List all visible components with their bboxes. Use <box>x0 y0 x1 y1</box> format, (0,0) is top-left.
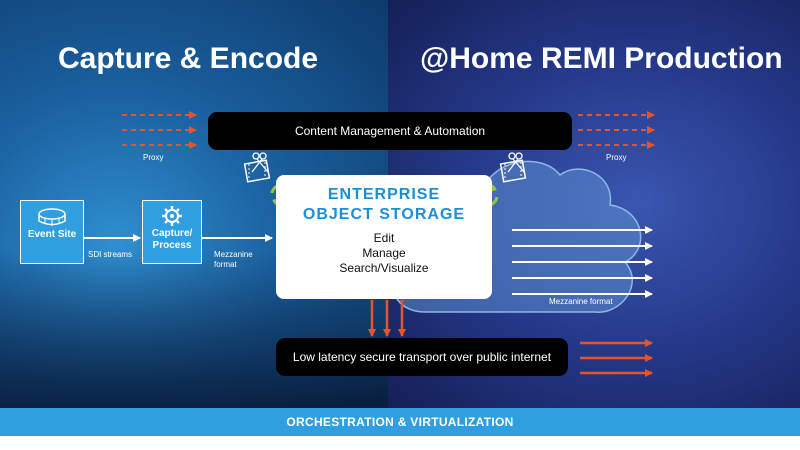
film-scissors-icon <box>243 152 271 183</box>
mezzanine-left-line1: Mezzanine <box>214 250 253 259</box>
mezzanine-label-left: Mezzanine format <box>214 250 253 270</box>
transport-arrows-right <box>580 339 653 377</box>
storage-down-arrows <box>368 300 406 337</box>
capture-label-line1: Capture/ <box>151 228 193 239</box>
enterprise-object-storage: ENTERPRISE OBJECT STORAGE Edit Manage Se… <box>276 175 492 299</box>
storage-title-line1: ENTERPRISE <box>327 186 441 203</box>
proxy-label-right: Proxy <box>606 153 627 162</box>
event-site-node: Event Site <box>20 200 84 264</box>
proxy-arrows-right <box>578 111 655 149</box>
orchestration-footer: ORCHESTRATION & VIRTUALIZATION <box>0 408 800 436</box>
film-scissors-icon <box>499 152 527 183</box>
storage-title-line2: OBJECT STORAGE <box>302 206 466 223</box>
stadium-icon <box>38 208 66 226</box>
event-site-label: Event Site <box>27 229 77 240</box>
storage-item-manage: Manage <box>362 246 406 260</box>
transport-label: Low latency secure transport over public… <box>292 350 552 364</box>
mezzanine-arrows-right <box>512 226 653 298</box>
proxy-arrows-left <box>122 111 197 149</box>
content-management-label: Content Management & Automation <box>294 124 486 138</box>
mezzanine-label-right: Mezzanine format <box>549 297 613 306</box>
storage-item-search: Search/Visualize <box>339 261 429 275</box>
mezzanine-left-line2: format <box>214 260 237 269</box>
footer-label: ORCHESTRATION & VIRTUALIZATION <box>286 415 514 429</box>
capture-label-line2: Process <box>152 240 192 251</box>
content-management-bar: Content Management & Automation <box>208 112 572 150</box>
capture-process-node: Capture/ Process <box>142 200 202 264</box>
capture-encode-title: Capture & Encode <box>58 42 319 75</box>
storage-item-edit: Edit <box>373 231 395 245</box>
proxy-label-left: Proxy <box>143 153 164 162</box>
remi-production-title: @Home REMI Production <box>420 42 783 75</box>
gear-icon <box>162 206 182 226</box>
sdi-streams-label: SDI streams <box>88 250 133 259</box>
capture-process-label: Capture/ Process <box>143 228 201 252</box>
transport-bar: Low latency secure transport over public… <box>276 338 568 376</box>
